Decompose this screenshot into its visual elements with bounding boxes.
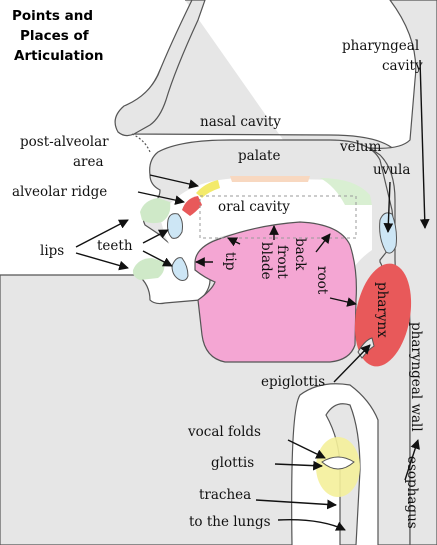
upper-lip: [140, 198, 171, 224]
upper-teeth: [167, 213, 183, 239]
alveolar-ridge-region: [182, 196, 202, 216]
alveolar-ridge-arrow: [137, 191, 185, 205]
teeth-arrow-lower: [142, 250, 173, 267]
teeth-arrow-upper: [142, 229, 169, 244]
oral-cavity-box: [199, 195, 357, 239]
lips-arrow-lower: [75, 252, 129, 271]
label-pharyngeal-wall: pharyngeal wall: [408, 322, 424, 432]
title-line-3: Articulation: [14, 48, 104, 64]
lower-teeth: [171, 257, 189, 281]
palate-region: [230, 176, 310, 182]
label-front: front: [274, 245, 290, 279]
label-vocal-folds: vocal folds: [187, 424, 261, 440]
label-velum: velum: [339, 139, 382, 155]
label-blade: blade: [258, 242, 274, 280]
label-pharynx: pharynx: [374, 282, 390, 338]
label-trachea: trachea: [199, 487, 251, 503]
tongue: [194, 221, 357, 363]
label-glottis: glottis: [211, 455, 254, 471]
uvula-arrow: [383, 181, 394, 233]
trachea-arrow: [255, 499, 337, 510]
label-post-alveolar: post-alveolar: [20, 134, 109, 150]
label-palate: palate: [238, 148, 280, 164]
epiglottis-arrow: [333, 344, 371, 383]
vocal-folds-shape: [321, 456, 355, 470]
vocal-folds-arrow: [287, 439, 326, 459]
label-tip: tip: [222, 252, 238, 270]
label-teeth: teeth: [97, 238, 133, 254]
title-line-2: Places of: [20, 28, 89, 44]
nose-shape: [114, 0, 206, 137]
esophagus-arrow: [404, 439, 420, 481]
label-oral-cavity: oral cavity: [218, 199, 290, 215]
post-alveolar-arrow: [149, 174, 199, 189]
label-esophagus: esophagus: [404, 456, 420, 529]
label-to-the-lungs: to the lungs: [189, 514, 271, 530]
label-epiglottis: epiglottis: [261, 374, 325, 390]
label-area: area: [73, 154, 104, 170]
nasal-dotted-line: [131, 133, 151, 153]
lips-arrow-upper: [75, 219, 129, 248]
label-pharyngeal: pharyngeal: [342, 38, 419, 54]
label-uvula: uvula: [373, 162, 410, 178]
root-arrow: [329, 297, 357, 307]
label-back: back: [292, 238, 308, 271]
label-nasal-cavity: nasal cavity: [200, 114, 281, 130]
label-alveolar-ridge: alveolar ridge: [12, 184, 107, 200]
label-root: root: [314, 266, 330, 295]
velum-region: [320, 178, 372, 205]
label-lips: lips: [40, 243, 64, 259]
back-arrow: [315, 233, 331, 253]
glottis-arrow: [274, 460, 323, 471]
pharyngeal-cavity-arrow: [419, 59, 430, 229]
title-line-1: Points and: [12, 8, 93, 24]
label-cavity: cavity: [382, 58, 423, 74]
lungs-arrow: [277, 519, 346, 531]
post-alveolar-region: [196, 180, 220, 198]
lower-lip: [132, 258, 165, 280]
uvula: [379, 212, 397, 254]
blade-arrow: [227, 237, 241, 247]
